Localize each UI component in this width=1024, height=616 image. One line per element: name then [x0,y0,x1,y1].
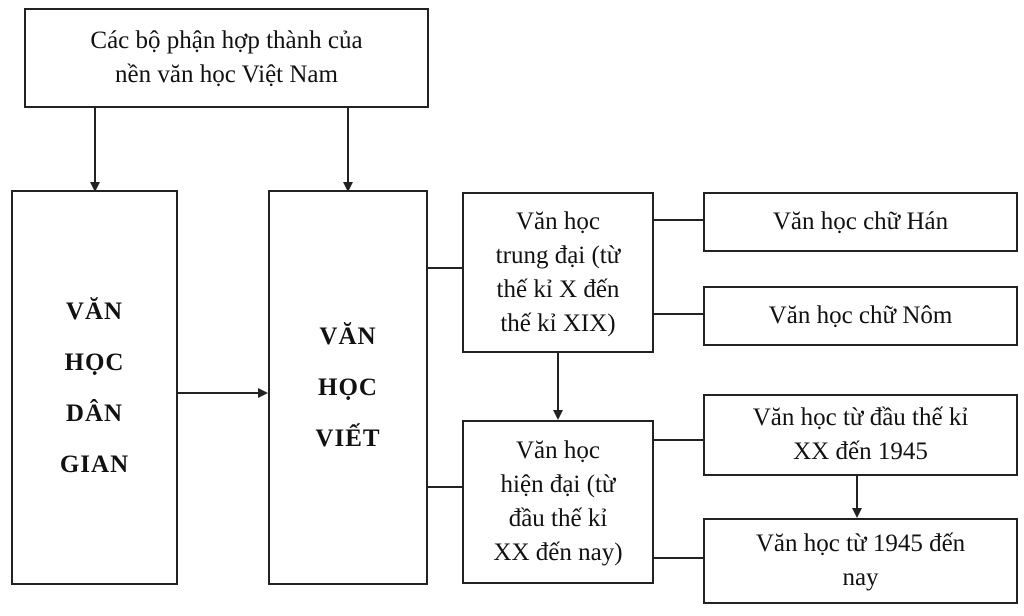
post-1945-literature-label: Văn học từ 1945 đến nay [755,530,966,591]
early-20th-literature-label: Văn học từ đầu thế kỉ XX đến 1945 [752,404,969,465]
modern-literature-box: Văn học hiện đại (từ đầu thế kỉ XX đến n… [462,420,654,584]
early-20th-literature-box: Văn học từ đầu thế kỉ XX đến 1945 [703,394,1018,476]
root-label: Các bộ phận hợp thành của nền văn học Vi… [90,27,363,88]
post-1945-literature-box: Văn học từ 1945 đến nay [703,518,1018,604]
root-box: Các bộ phận hợp thành của nền văn học Vi… [24,8,429,108]
han-literature-box: Văn học chữ Hán [703,192,1018,252]
written-literature-label: VĂN HỌC VIẾT [315,323,381,452]
medieval-literature-label: Văn học trung đại (từ thế kỉ X đến thế k… [495,207,621,337]
modern-literature-label: Văn học hiện đại (từ đầu thế kỉ XX đến n… [493,437,623,566]
han-literature-label: Văn học chữ Hán [772,208,949,235]
nom-literature-box: Văn học chữ Nôm [703,286,1018,346]
written-literature-box: VĂN HỌC VIẾT [268,190,428,585]
folk-literature-label: VĂN HỌC DÂN GIAN [59,297,130,478]
folk-literature-box: VĂN HỌC DÂN GIAN [11,190,178,585]
nom-literature-label: Văn học chữ Nôm [768,302,953,329]
medieval-literature-box: Văn học trung đại (từ thế kỉ X đến thế k… [462,192,654,353]
